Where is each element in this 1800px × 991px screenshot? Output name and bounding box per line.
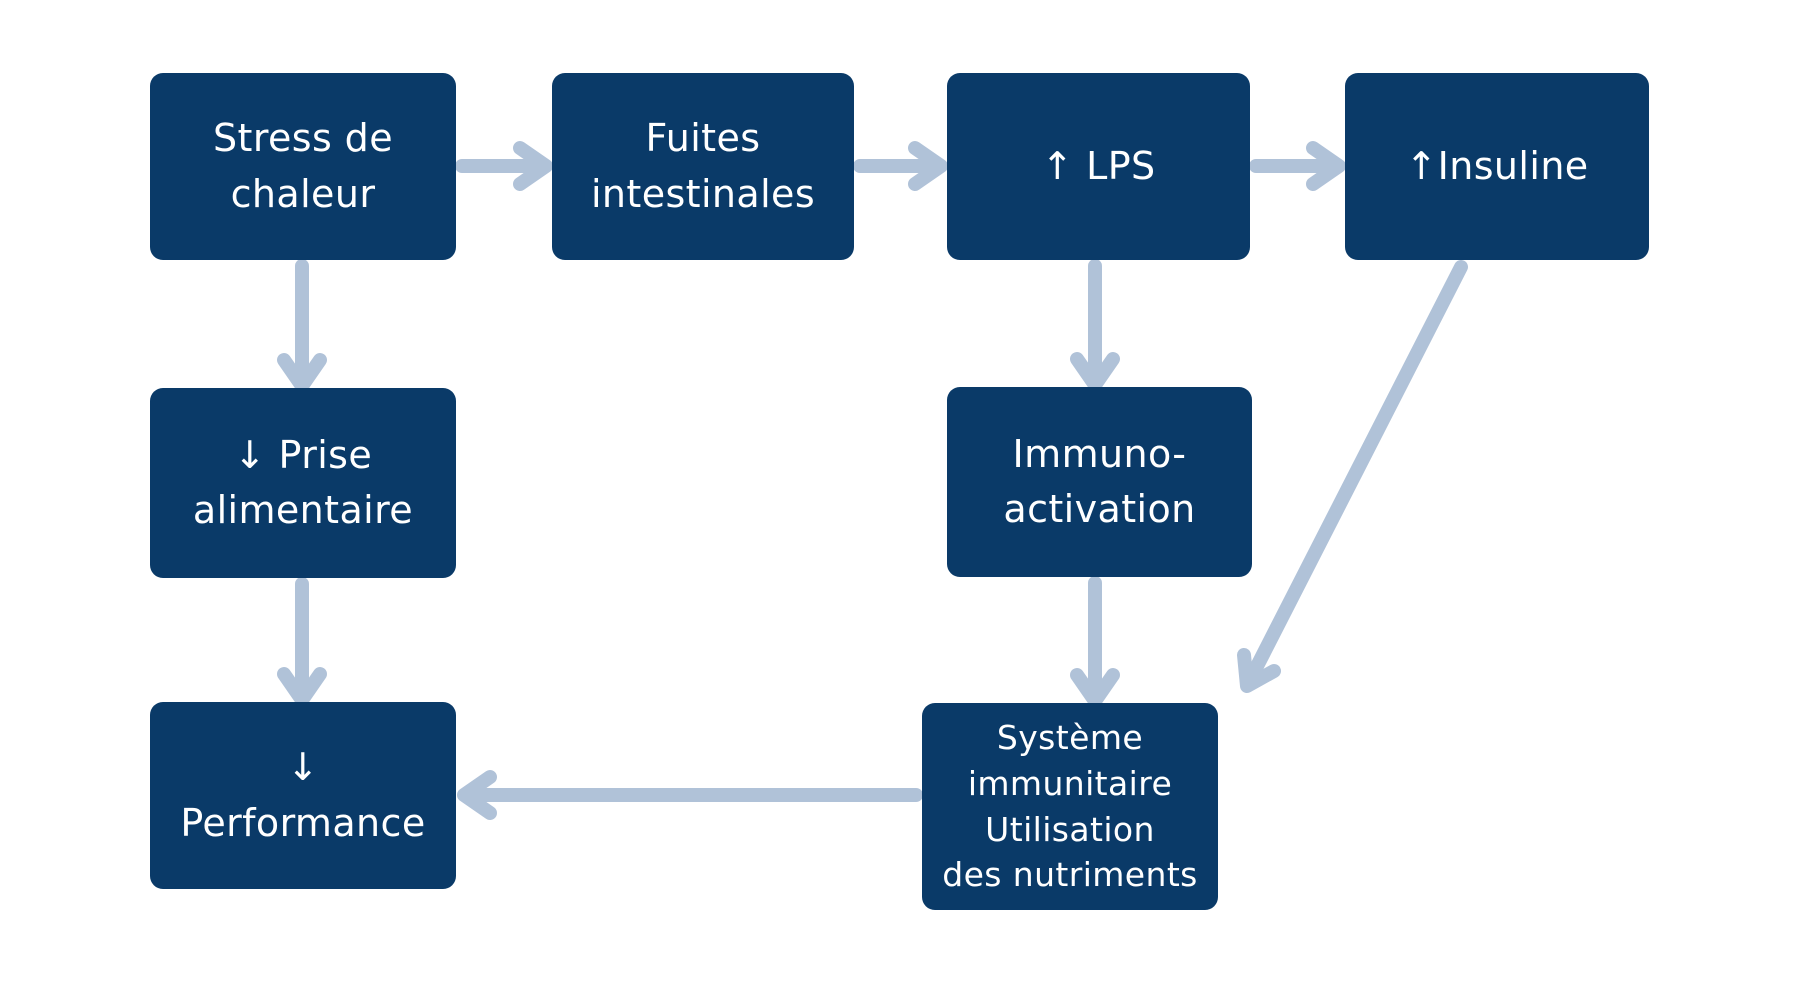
arrow-stress-to-prise: [277, 259, 327, 393]
node-stress-de-chaleur: Stress de chaleur: [150, 73, 456, 260]
arrow-lps-to-immuno: [1070, 259, 1120, 392]
node-fuites-intestinales: Fuites intestinales: [552, 73, 854, 260]
arrow-insuline-to-systeme: [1237, 260, 1468, 693]
node-lps: ↑ LPS: [947, 73, 1250, 260]
arrow-stress-to-fuites: [455, 141, 553, 191]
node-stress-de-chaleur-label: Stress de chaleur: [213, 116, 393, 216]
arrow-fuites-to-lps: [853, 141, 948, 191]
node-immuno-activation: Immuno- activation: [947, 387, 1252, 577]
node-fuites-intestinales-label: Fuites intestinales: [590, 116, 816, 216]
node-immuno-activation-label: Immuno- activation: [1003, 431, 1196, 531]
node-performance: ↓ Performance: [150, 702, 456, 889]
node-performance-label: ↓ Performance: [180, 745, 426, 845]
node-systeme-immunitaire-label: Système immunitaire Utilisation des nutr…: [942, 718, 1198, 895]
node-lps-label: ↑ LPS: [1041, 143, 1156, 188]
node-prise-alimentaire-label: ↓ Prise alimentaire: [192, 432, 414, 532]
arrow-immuno-to-systeme: [1070, 576, 1120, 708]
arrow-systeme-to-performance: [457, 770, 923, 820]
node-insuline-label: ↑Insuline: [1405, 143, 1589, 188]
arrow-lps-to-insuline: [1249, 141, 1346, 191]
arrow-prise-to-performance: [277, 577, 327, 707]
node-prise-alimentaire: ↓ Prise alimentaire: [150, 388, 456, 578]
node-systeme-immunitaire: Système immunitaire Utilisation des nutr…: [922, 703, 1218, 910]
node-insuline: ↑Insuline: [1345, 73, 1649, 260]
